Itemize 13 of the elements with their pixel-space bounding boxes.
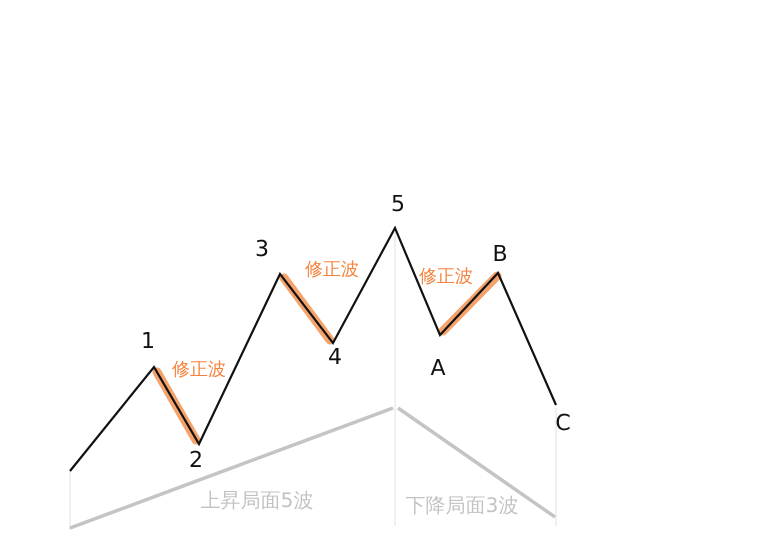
wave-annotation: 修正波 <box>419 268 473 286</box>
point-label: 2 <box>189 450 203 472</box>
wave-annotation: 修正波 <box>305 261 359 279</box>
point-label: B <box>492 244 508 266</box>
phase-label: 下降局面3波 <box>406 495 518 515</box>
point-label: A <box>430 358 446 380</box>
point-label: 3 <box>255 239 269 261</box>
point-label: 1 <box>141 331 155 353</box>
point-label: C <box>555 413 571 435</box>
point-label: 5 <box>391 194 405 216</box>
wave-annotation: 修正波 <box>172 361 226 379</box>
point-label: 4 <box>328 347 342 369</box>
phase-label: 上昇局面5波 <box>200 490 314 510</box>
